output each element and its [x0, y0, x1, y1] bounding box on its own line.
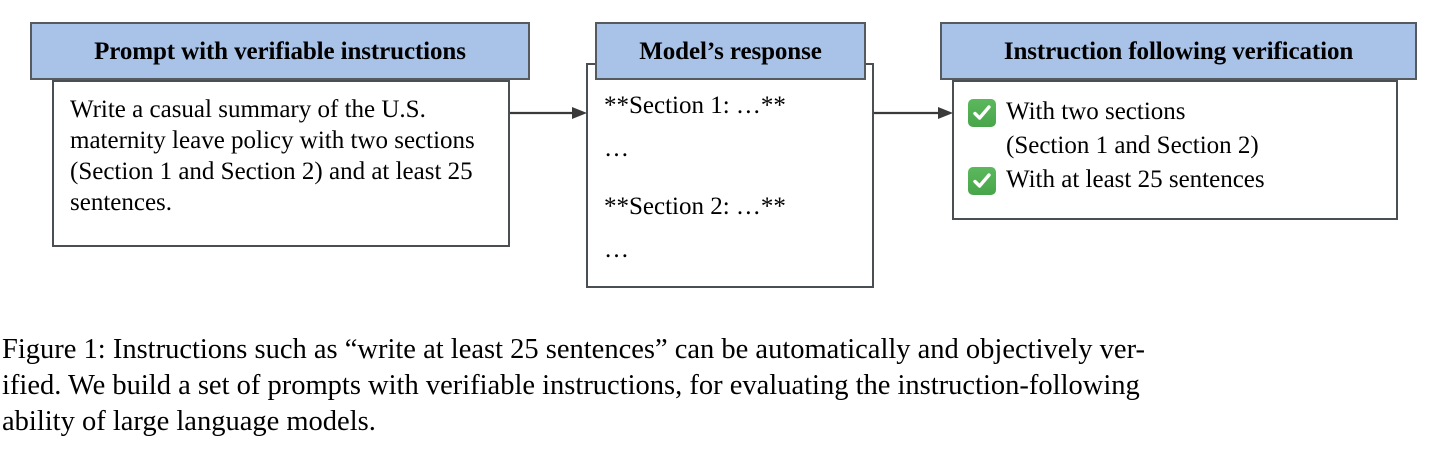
verification-item-1-text: With two sections [1006, 98, 1186, 125]
caption-line-1: Figure 1: Instructions such as “write at… [2, 334, 1145, 365]
arrow-response-to-verification [874, 107, 953, 119]
green-check-icon [968, 99, 996, 127]
caption-line-2: ified. We build a set of prompts with ve… [2, 370, 1140, 401]
response-line-2: … [604, 135, 629, 162]
verification-item-1-continuation: (Section 1 and Section 2) [1006, 132, 1259, 159]
verification-box-title: Instruction following verification [1003, 37, 1354, 65]
response-box-header: Model’s response [595, 22, 866, 80]
verification-item-2: With at least 25 sentences [968, 163, 1388, 197]
green-check-icon [968, 167, 996, 195]
verification-item-1: With two sections [968, 95, 1388, 129]
prompt-box-body: Write a casual summary of the U.S. mater… [52, 80, 510, 247]
caption-line-3: ability of large language models. [2, 406, 376, 437]
response-line-1: **Section 1: …** [604, 92, 786, 119]
verification-item-2-text: With at least 25 sentences [1006, 166, 1265, 193]
arrow-prompt-to-response [510, 107, 587, 119]
prompt-box-text: Write a casual summary of the U.S. mater… [70, 96, 475, 216]
response-box-title: Model’s response [639, 37, 822, 65]
prompt-box-title: Prompt with verifiable instructions [94, 37, 466, 65]
response-line-4: … [604, 236, 629, 263]
response-line-3: **Section 2: …** [604, 193, 786, 220]
prompt-box-header: Prompt with verifiable instructions [30, 22, 530, 80]
verification-list: With two sections (Section 1 and Section… [968, 95, 1388, 197]
verification-box-header: Instruction following verification [940, 22, 1417, 80]
figure-caption: Figure 1: Instructions such as “write at… [2, 332, 1454, 440]
response-box-body: **Section 1: …** … **Section 2: …** … [586, 63, 874, 288]
verification-box-body: With two sections (Section 1 and Section… [952, 80, 1398, 220]
